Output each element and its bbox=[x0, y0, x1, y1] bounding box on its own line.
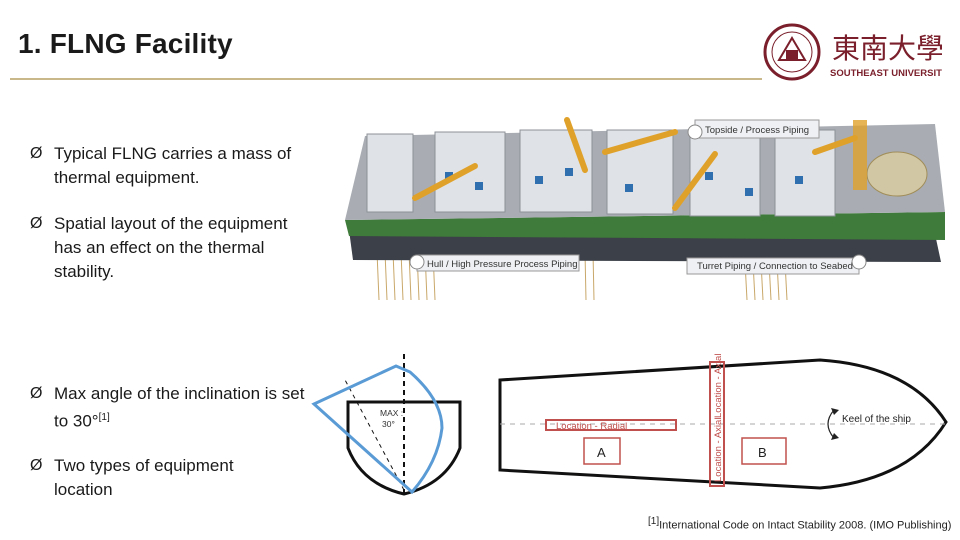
reference-footnote: [1]International Code on Intact Stabilit… bbox=[648, 516, 951, 532]
max-angle-label: MAX : bbox=[380, 408, 403, 418]
region-a-label: A bbox=[597, 445, 606, 460]
logo-en-text: SOUTHEAST UNIVERSITY bbox=[830, 68, 942, 79]
title-underline bbox=[10, 78, 762, 80]
flng-ship-illustration: Topside / Process Piping Hull / High Pre… bbox=[345, 112, 953, 301]
turret-label: Turret Piping / Connection to Seabed bbox=[697, 261, 853, 272]
bullet-text: Typical FLNG carries a mass of thermal e… bbox=[54, 144, 292, 187]
axial-label-bottom: Location - Axial bbox=[713, 418, 724, 482]
axial-label-top: Location - Axial bbox=[713, 354, 724, 418]
bullet-body: Max angle of the inclination is set to 3… bbox=[54, 384, 305, 431]
region-b-label: B bbox=[758, 445, 767, 460]
bullet-arrow-icon: Ø bbox=[30, 215, 43, 232]
university-logo: 東南大學 SOUTHEAST UNIVERSITY bbox=[762, 20, 949, 84]
bullet-arrow-icon: Ø bbox=[30, 145, 43, 162]
bullet-arrow-icon: Ø bbox=[30, 385, 43, 402]
hull-cross-section-diagram: MAX : 30° bbox=[310, 350, 486, 498]
keel-label: Keel of the ship bbox=[842, 414, 911, 425]
bullet-text: Max angle of the inclination is set to 3… bbox=[54, 382, 310, 434]
radial-label: Location - Radial bbox=[556, 421, 627, 432]
bullet-arrow-icon: Ø bbox=[30, 457, 43, 474]
slide-title: 1. FLNG Facility bbox=[18, 28, 233, 59]
max-angle-value: 30° bbox=[382, 419, 395, 429]
reference-mark: [1] bbox=[648, 516, 660, 527]
bullet-text: Spatial layout of the equipment has an e… bbox=[54, 214, 288, 281]
citation-mark: [1] bbox=[98, 412, 110, 423]
equipment-location-plan-view: Location - Radial Location - Axial Locat… bbox=[490, 352, 952, 497]
reference-text: International Code on Intact Stability 2… bbox=[659, 519, 952, 532]
topside-label: Topside / Process Piping bbox=[705, 125, 809, 136]
bullet-text: Two types of equipment location bbox=[54, 456, 234, 499]
hull-label: Hull / High Pressure Process Piping bbox=[427, 259, 577, 270]
logo-cn-text: 東南大學 bbox=[832, 32, 942, 65]
